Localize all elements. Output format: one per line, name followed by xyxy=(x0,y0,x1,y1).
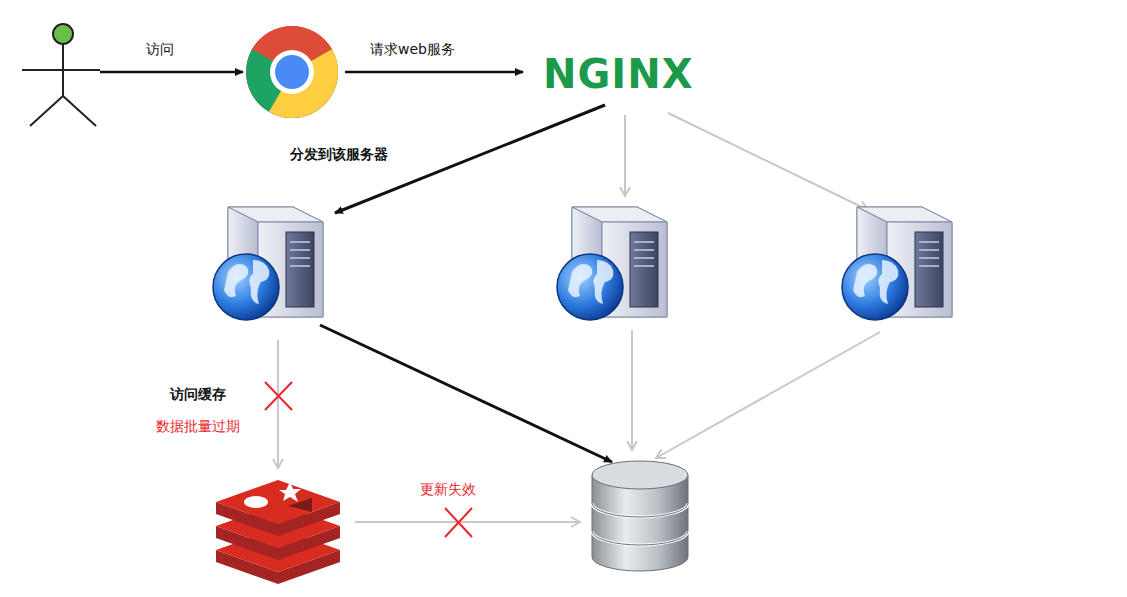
arrow-label: 访问 xyxy=(146,41,174,59)
warning-label: 数据批量过期 xyxy=(156,418,240,436)
nginx-logo: NGINX xyxy=(543,54,694,94)
dispatch-label: 分发到该服务器 xyxy=(290,146,388,164)
logo-text: NGINX xyxy=(543,54,694,94)
cache-label: 访问缓存 xyxy=(170,386,226,404)
warning-label: 更新失效 xyxy=(420,481,476,499)
arrow-label: 请求web服务 xyxy=(370,41,455,59)
